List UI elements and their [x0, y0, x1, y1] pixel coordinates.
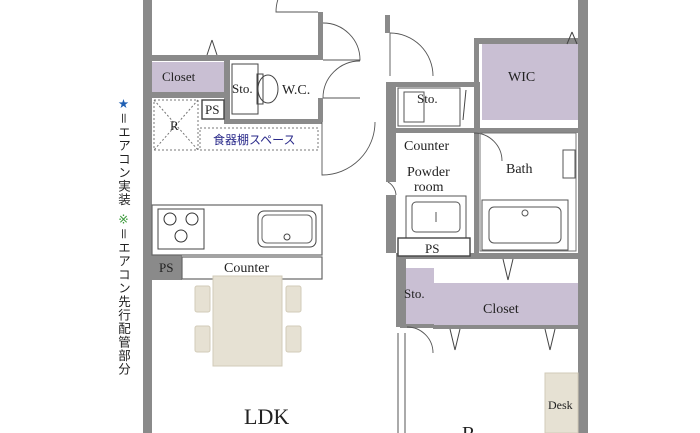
- star-mark: ★: [116, 96, 131, 112]
- toilet: [231, 63, 279, 115]
- label-sto-wc: Sto.: [232, 81, 253, 96]
- closet-folds: [206, 31, 578, 351]
- label-wc: W.C.: [282, 83, 310, 98]
- kome-legend-text: ＝エアコン先行配管部分: [116, 227, 131, 377]
- wic-fill: [482, 44, 578, 120]
- aircon-legend: ★＝エアコン実装 ※＝エアコン先行配管部分: [112, 96, 134, 376]
- label-wic: WIC: [508, 70, 535, 85]
- label-closet-lower: Closet: [483, 302, 519, 317]
- bathtub: [479, 132, 577, 252]
- label-closet-top: Closet: [162, 69, 196, 84]
- label-powder-1: Powder: [407, 165, 450, 180]
- closet-lower-fill: [433, 283, 578, 325]
- label-ps-kitchen: PS: [159, 260, 173, 275]
- label-cupboard-space: 食器棚スペース: [213, 132, 296, 147]
- label-ldk: LDK: [244, 404, 289, 429]
- label-bath: Bath: [506, 162, 532, 177]
- label-refrigerator: R: [170, 118, 179, 133]
- label-counter-upper: Counter: [404, 139, 449, 154]
- label-room-cut: R: [462, 423, 476, 433]
- wall-right: [578, 0, 588, 362]
- kitchen-counter: [151, 204, 323, 280]
- bedroom-lines: [397, 333, 588, 433]
- closet-top-fill: [152, 62, 224, 92]
- label-sto-counter: Sto.: [417, 91, 438, 106]
- label-ps-powder: PS: [425, 241, 439, 256]
- interior-walls: [152, 12, 578, 329]
- label-ps-top: PS: [205, 102, 219, 117]
- wall-left: [143, 0, 152, 433]
- label-sto-lower: Sto.: [404, 286, 425, 301]
- label-desk: Desk: [548, 398, 573, 412]
- room-labels: Closet Sto. W.C. PS R 食器棚スペース Sto. Count…: [159, 69, 573, 433]
- star-legend-text: ＝エアコン実装: [116, 112, 131, 207]
- refrigerator: [153, 99, 199, 151]
- dining-set: [194, 275, 302, 367]
- kome-mark: ※: [116, 211, 131, 228]
- powder-fixtures: [397, 87, 471, 257]
- ps-top-box: [201, 99, 225, 120]
- label-powder-2: room: [414, 180, 444, 195]
- door-swings: [275, 0, 503, 354]
- label-counter-kitchen: Counter: [224, 261, 269, 276]
- cupboard-space-box: [199, 127, 319, 151]
